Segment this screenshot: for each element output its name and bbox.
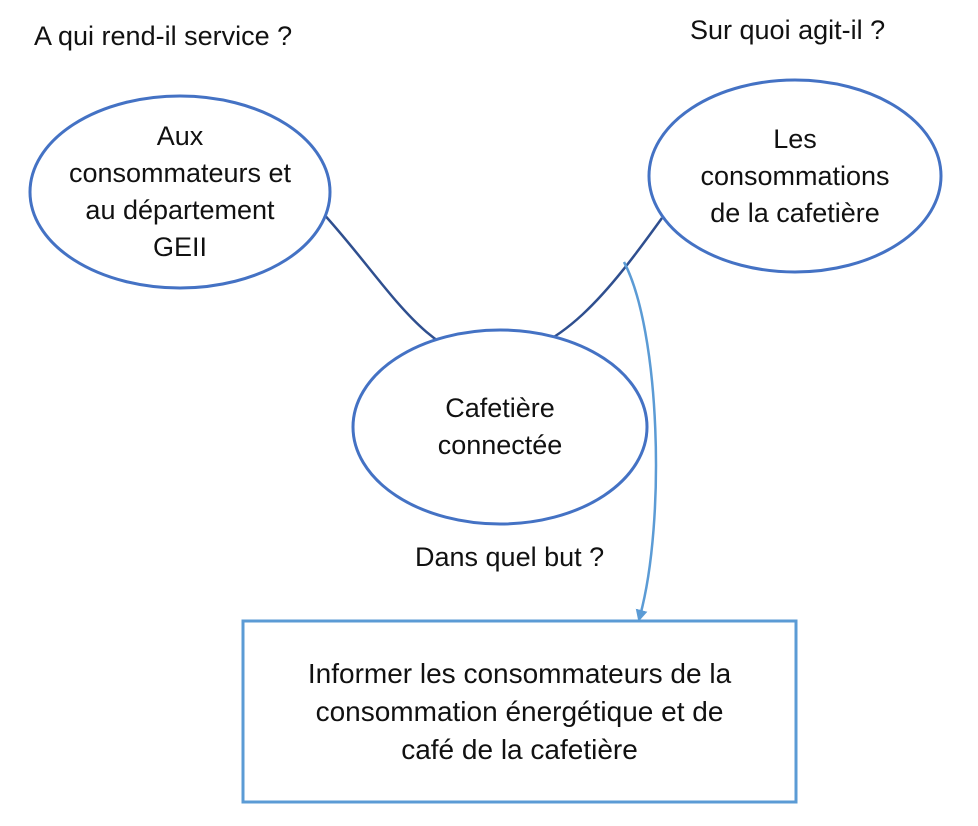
left-node-text: Aux consommateurs et au département GEII bbox=[30, 96, 330, 288]
left-node-line: au département bbox=[85, 195, 275, 225]
left-node-line: Aux bbox=[156, 121, 204, 151]
right-node-line: de la cafetière bbox=[710, 197, 880, 228]
center-node-line: connectée bbox=[437, 430, 563, 460]
right-node-line: Les bbox=[773, 123, 817, 154]
left-node-line: GEII bbox=[152, 232, 207, 262]
left-node-line: consommateurs et bbox=[68, 158, 292, 188]
right-node-line: consommations bbox=[700, 160, 890, 191]
center-ellipse bbox=[351, 328, 649, 526]
center-node-text: Cafetière connectée bbox=[353, 330, 647, 524]
center-node-line: Cafetière bbox=[445, 393, 555, 423]
question-acts-on: Sur quoi agit-il ? bbox=[690, 15, 886, 45]
goal-line: Informer les consommateurs de la bbox=[307, 657, 732, 689]
left-ellipse bbox=[28, 94, 332, 290]
question-purpose: Dans quel but ? bbox=[415, 542, 605, 572]
right-ellipse bbox=[647, 78, 943, 274]
arrow-to-goal bbox=[622, 261, 658, 622]
right-node-text: Les consommations de la cafetière bbox=[649, 80, 941, 272]
goal-line: consommation énergétique et de bbox=[315, 695, 724, 727]
goal-line: café de la cafetière bbox=[401, 733, 638, 765]
goal-box bbox=[241, 619, 798, 804]
question-service: A qui rend-il service ? bbox=[34, 21, 293, 51]
goal-box-text: Informer les consommateurs de la consomm… bbox=[243, 621, 796, 802]
